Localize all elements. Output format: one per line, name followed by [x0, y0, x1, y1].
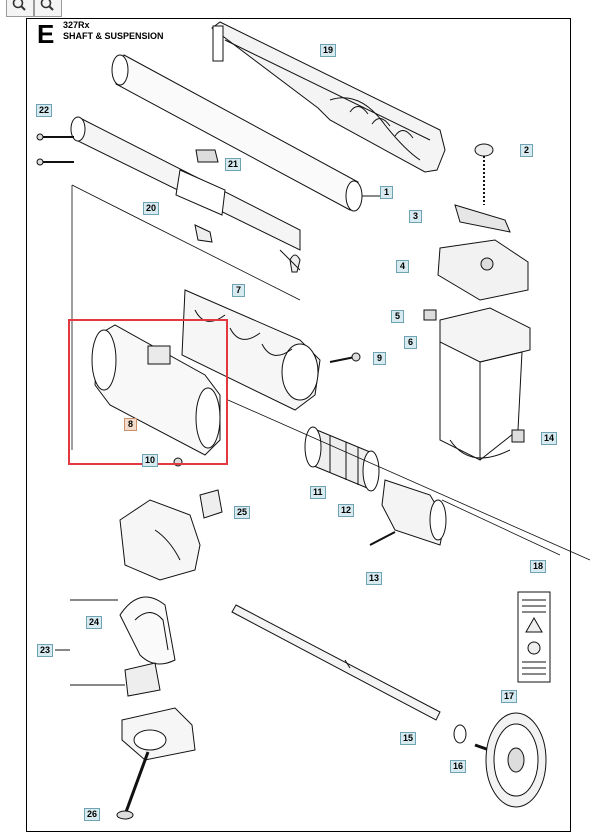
part-14-screw — [511, 429, 525, 443]
callout-18[interactable]: 18 — [530, 560, 547, 573]
callout-15[interactable]: 15 — [400, 732, 417, 745]
callout-24[interactable]: 24 — [86, 616, 103, 629]
part-20-shaft-tube — [70, 116, 301, 273]
callout-10[interactable]: 10 — [142, 454, 159, 467]
model-name: 327Rx — [63, 20, 90, 30]
section-letter: E — [37, 19, 55, 49]
diagram-title: SHAFT & SUSPENSION — [63, 31, 164, 41]
highlight-box — [68, 319, 228, 465]
callout-12[interactable]: 12 — [338, 504, 355, 517]
callout-13[interactable]: 13 — [366, 572, 383, 585]
callout-14[interactable]: 14 — [541, 432, 558, 445]
part-16-ring — [453, 724, 467, 744]
part-19-handle — [211, 21, 446, 173]
part-21-clip — [195, 149, 219, 163]
callout-2[interactable]: 2 — [520, 144, 533, 157]
part-1-tube — [111, 54, 380, 212]
part-4-cover — [437, 239, 529, 301]
callout-6[interactable]: 6 — [404, 336, 417, 349]
callout-4[interactable]: 4 — [396, 260, 409, 273]
callout-17[interactable]: 17 — [501, 690, 518, 703]
part-17-clutch-drum — [474, 712, 547, 808]
callout-22[interactable]: 22 — [36, 104, 53, 117]
zoom-out-icon — [40, 0, 54, 11]
part-26-bolt — [116, 751, 150, 820]
callout-3[interactable]: 3 — [409, 210, 422, 223]
zoom-in-icon — [12, 0, 26, 11]
callout-9[interactable]: 9 — [373, 352, 386, 365]
callout-5[interactable]: 5 — [391, 310, 404, 323]
part-18-decal — [517, 591, 551, 683]
callout-11[interactable]: 11 — [310, 486, 326, 499]
callout-23[interactable]: 23 — [37, 644, 54, 657]
callout-21[interactable]: 21 — [225, 158, 242, 171]
zoom-in-button[interactable] — [6, 0, 34, 17]
part-12-clamp — [381, 479, 447, 546]
part-22-screws — [36, 133, 74, 166]
part-8-clamp — [91, 324, 221, 456]
part-lower-bracket — [119, 499, 201, 581]
part-11-sleeve — [304, 426, 380, 492]
part-6-bracket — [439, 307, 531, 461]
part-5-nut — [423, 309, 437, 321]
part-9-screw — [329, 352, 361, 363]
zoom-out-button[interactable] — [34, 0, 62, 17]
part-3 — [454, 204, 511, 233]
callout-8[interactable]: 8 — [124, 418, 137, 431]
part-25-damper — [199, 489, 223, 519]
part-13-screw — [369, 531, 396, 546]
diagram-sheet — [26, 18, 571, 832]
viewer-toolbar — [0, 0, 591, 17]
callout-26[interactable]: 26 — [84, 808, 101, 821]
callout-7[interactable]: 7 — [232, 284, 245, 297]
part-23-block — [124, 662, 161, 697]
callout-25[interactable]: 25 — [234, 506, 251, 519]
callout-16[interactable]: 16 — [450, 760, 467, 773]
part-2-knob — [474, 143, 494, 205]
part-24-loop — [119, 596, 176, 665]
part-15-driveshaft — [231, 604, 441, 721]
callout-19[interactable]: 19 — [320, 44, 337, 57]
callout-1[interactable]: 1 — [380, 186, 393, 199]
callout-20[interactable]: 20 — [143, 202, 160, 215]
part-lower-clamp — [121, 707, 196, 761]
